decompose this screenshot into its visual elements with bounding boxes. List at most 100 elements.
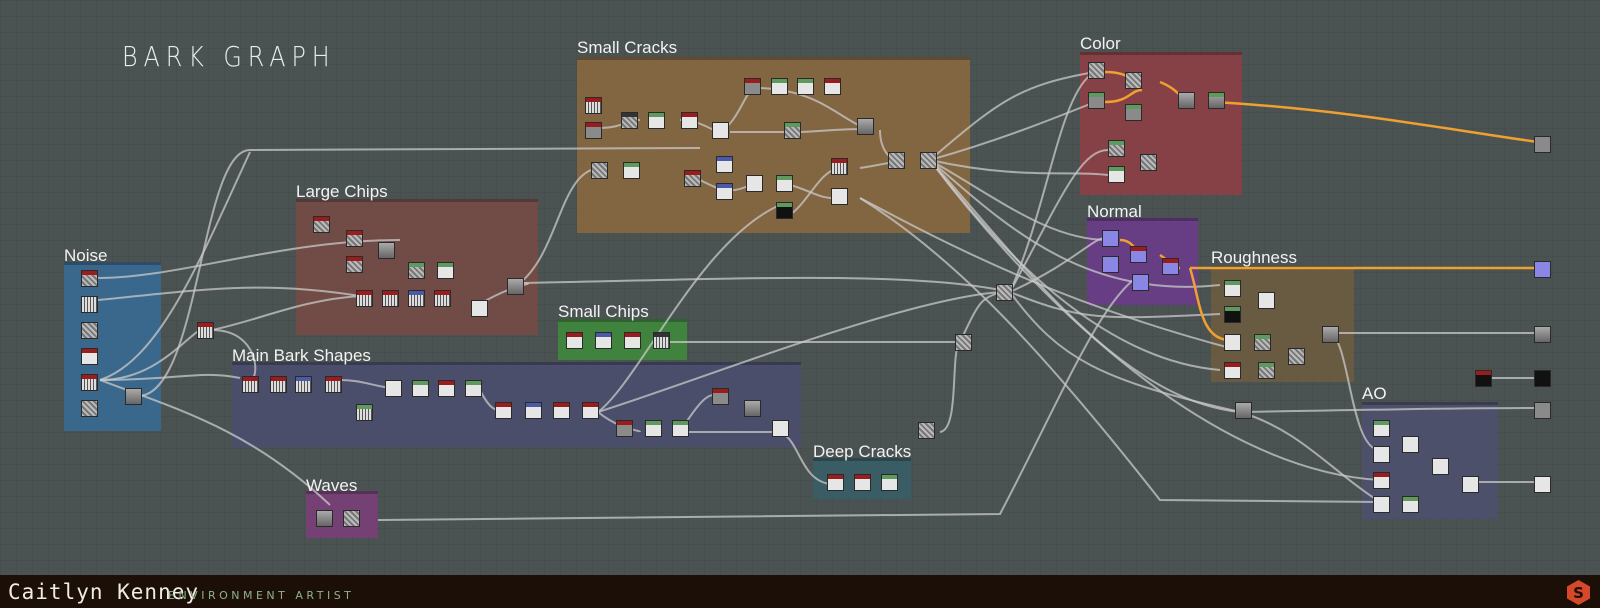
- graph-node[interactable]: [854, 474, 871, 491]
- graph-node[interactable]: [1108, 140, 1125, 157]
- graph-node[interactable]: [712, 388, 729, 405]
- graph-node[interactable]: [776, 202, 793, 219]
- graph-node[interactable]: [1132, 274, 1149, 291]
- graph-node[interactable]: [1534, 326, 1551, 343]
- graph-node[interactable]: [1088, 92, 1105, 109]
- graph-node[interactable]: [1534, 476, 1551, 493]
- graph-node[interactable]: [831, 158, 848, 175]
- graph-node[interactable]: [772, 420, 789, 437]
- graph-node[interactable]: [1224, 280, 1241, 297]
- graph-node[interactable]: [1224, 334, 1241, 351]
- graph-node[interactable]: [356, 404, 373, 421]
- graph-node[interactable]: [1254, 334, 1271, 351]
- graph-node[interactable]: [684, 170, 701, 187]
- graph-node[interactable]: [1475, 370, 1492, 387]
- graph-node[interactable]: [437, 262, 454, 279]
- graph-node[interactable]: [408, 262, 425, 279]
- graph-node[interactable]: [623, 162, 640, 179]
- graph-node[interactable]: [1125, 104, 1142, 121]
- graph-node[interactable]: [831, 188, 848, 205]
- graph-node[interactable]: [824, 78, 841, 95]
- graph-node[interactable]: [1373, 496, 1390, 513]
- graph-node[interactable]: [1125, 72, 1142, 89]
- graph-node[interactable]: [918, 422, 935, 439]
- graph-node[interactable]: [881, 474, 898, 491]
- graph-node[interactable]: [346, 230, 363, 247]
- graph-node[interactable]: [412, 380, 429, 397]
- graph-node[interactable]: [1258, 362, 1275, 379]
- graph-node[interactable]: [624, 332, 641, 349]
- graph-node[interactable]: [295, 376, 312, 393]
- graph-node[interactable]: [378, 242, 395, 259]
- graph-node[interactable]: [672, 420, 689, 437]
- graph-node[interactable]: [827, 474, 844, 491]
- graph-node[interactable]: [385, 380, 402, 397]
- graph-node[interactable]: [621, 112, 638, 129]
- graph-node[interactable]: [771, 78, 788, 95]
- graph-node[interactable]: [582, 402, 599, 419]
- graph-node[interactable]: [1235, 402, 1252, 419]
- graph-node[interactable]: [313, 216, 330, 233]
- graph-node[interactable]: [81, 270, 98, 287]
- graph-node[interactable]: [1288, 348, 1305, 365]
- graph-node[interactable]: [746, 175, 763, 192]
- graph-node[interactable]: [797, 78, 814, 95]
- graph-node[interactable]: [1178, 92, 1195, 109]
- graph-node[interactable]: [1373, 420, 1390, 437]
- graph-node[interactable]: [316, 510, 333, 527]
- graph-node[interactable]: [1373, 446, 1390, 463]
- graph-node[interactable]: [495, 402, 512, 419]
- graph-node[interactable]: [507, 278, 524, 295]
- graph-node[interactable]: [343, 510, 360, 527]
- graph-node[interactable]: [1462, 476, 1479, 493]
- graph-node[interactable]: [81, 400, 98, 417]
- graph-node[interactable]: [1130, 246, 1147, 263]
- graph-node[interactable]: [553, 402, 570, 419]
- graph-node[interactable]: [1402, 496, 1419, 513]
- graph-node[interactable]: [1534, 136, 1551, 153]
- graph-node[interactable]: [888, 152, 905, 169]
- graph-canvas[interactable]: Noise Large Chips Small Cracks Small Chi…: [0, 0, 1600, 575]
- graph-node[interactable]: [744, 400, 761, 417]
- graph-node[interactable]: [1258, 292, 1275, 309]
- graph-node[interactable]: [197, 322, 214, 339]
- graph-node[interactable]: [1534, 261, 1551, 278]
- graph-node[interactable]: [585, 122, 602, 139]
- graph-node[interactable]: [1088, 62, 1105, 79]
- graph-node[interactable]: [616, 420, 633, 437]
- graph-node[interactable]: [465, 380, 482, 397]
- graph-node[interactable]: [270, 376, 287, 393]
- graph-node[interactable]: [81, 348, 98, 365]
- graph-node[interactable]: [1208, 92, 1225, 109]
- frame-color[interactable]: [1080, 52, 1242, 195]
- graph-node[interactable]: [566, 332, 583, 349]
- graph-node[interactable]: [1108, 166, 1125, 183]
- graph-node[interactable]: [1140, 154, 1157, 171]
- graph-node[interactable]: [712, 122, 729, 139]
- frame-waves[interactable]: [306, 491, 378, 538]
- graph-node[interactable]: [81, 322, 98, 339]
- graph-node[interactable]: [1432, 458, 1449, 475]
- graph-node[interactable]: [716, 183, 733, 200]
- graph-node[interactable]: [653, 332, 670, 349]
- graph-node[interactable]: [525, 402, 542, 419]
- graph-node[interactable]: [591, 162, 608, 179]
- graph-node[interactable]: [681, 112, 698, 129]
- graph-node[interactable]: [645, 420, 662, 437]
- graph-node[interactable]: [125, 388, 142, 405]
- graph-node[interactable]: [595, 332, 612, 349]
- graph-node[interactable]: [1162, 258, 1179, 275]
- graph-node[interactable]: [81, 374, 98, 391]
- graph-node[interactable]: [1534, 402, 1551, 419]
- graph-node[interactable]: [438, 380, 455, 397]
- graph-node[interactable]: [920, 152, 937, 169]
- graph-node[interactable]: [996, 284, 1013, 301]
- graph-node[interactable]: [1373, 472, 1390, 489]
- graph-node[interactable]: [1102, 256, 1119, 273]
- graph-node[interactable]: [1224, 306, 1241, 323]
- graph-node[interactable]: [382, 290, 399, 307]
- graph-node[interactable]: [434, 290, 451, 307]
- graph-node[interactable]: [1402, 436, 1419, 453]
- graph-node[interactable]: [955, 334, 972, 351]
- graph-node[interactable]: [1322, 326, 1339, 343]
